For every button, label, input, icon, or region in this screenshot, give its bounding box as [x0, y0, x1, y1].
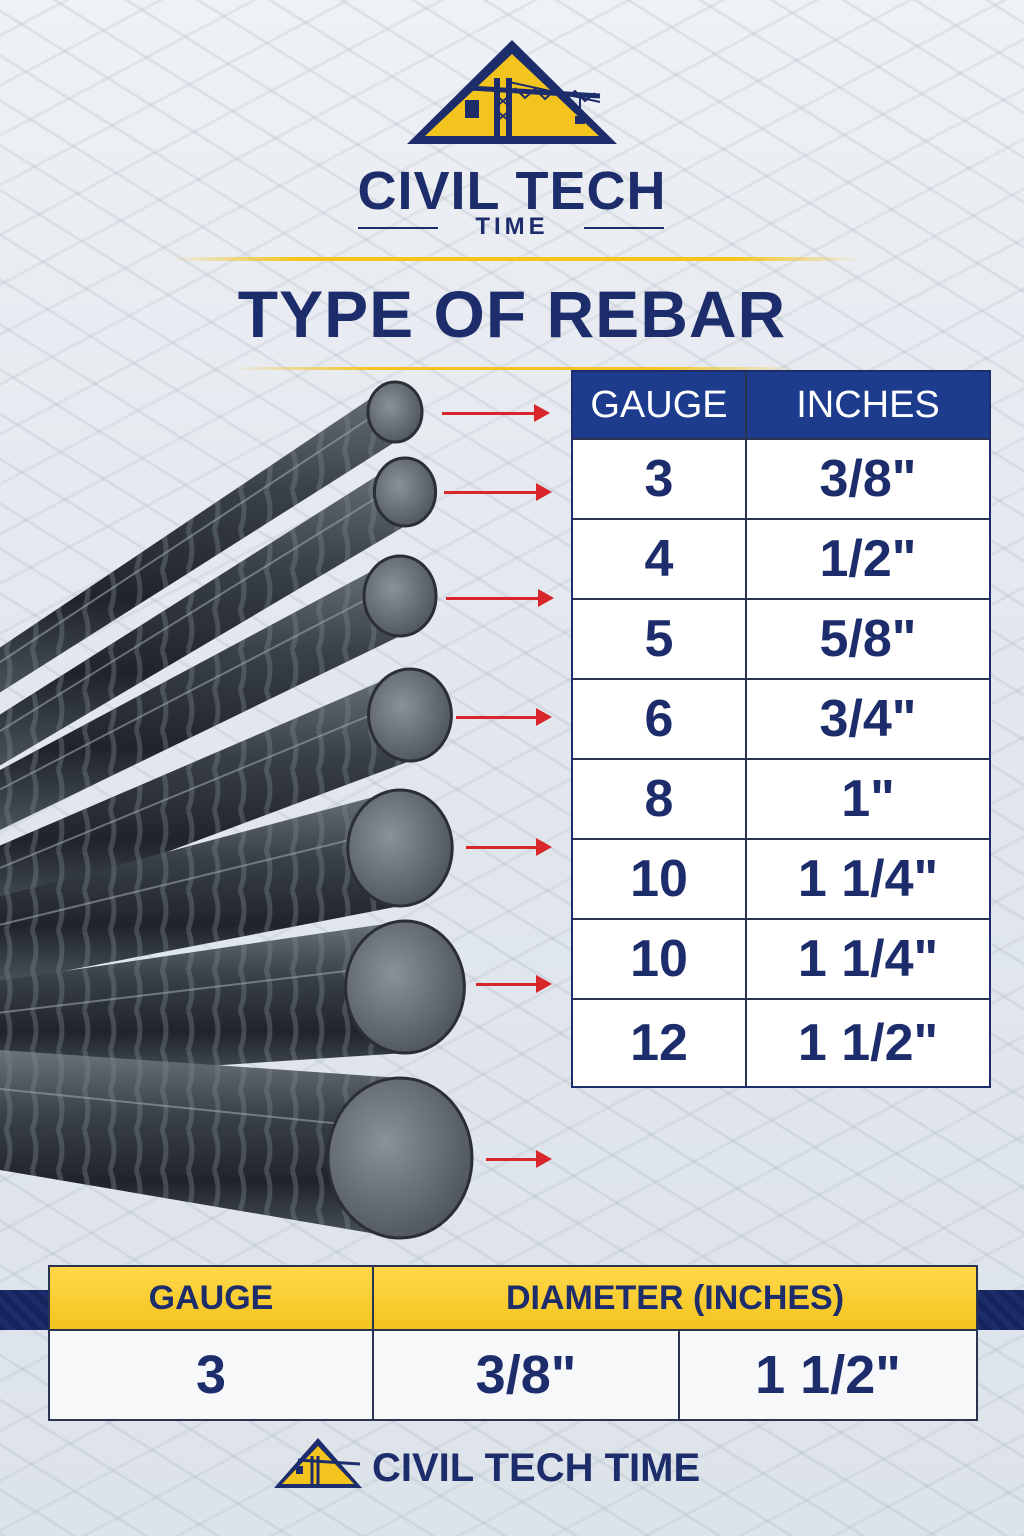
brand-rule-right	[584, 227, 664, 229]
rebar-bar	[0, 667, 453, 915]
crane-logo-icon	[407, 40, 617, 144]
arrow-right-icon	[446, 589, 554, 607]
brand-rule-left	[358, 227, 438, 229]
table-header: GAUGE INCHES	[573, 372, 989, 438]
row-gauge: 4	[573, 520, 747, 598]
divider-bottom	[230, 367, 800, 370]
arrow-right-icon	[442, 404, 550, 422]
header-gauge: GAUGE	[50, 1267, 374, 1329]
row-inches: 1"	[841, 770, 895, 828]
table-row: 10 1 1/4"	[573, 838, 989, 918]
row-inches: 1 1/2"	[797, 1014, 939, 1072]
arrow-right-icon	[444, 483, 552, 501]
page-title: TYPE OF REBAR	[237, 277, 787, 351]
row-inches: 3/4"	[819, 690, 917, 748]
row-gauge: 10	[573, 840, 747, 918]
rebar-illustration	[0, 380, 474, 1240]
table-row: 4 1/2"	[573, 518, 989, 598]
table-row: 12 1 1/2"	[573, 998, 989, 1086]
row-gauge: 6	[573, 680, 747, 758]
row-gauge: 5	[573, 600, 747, 678]
brand-name-line2: TIME	[475, 213, 549, 240]
table-row: 3 3/8" 1 1/2"	[50, 1331, 976, 1419]
table-row: 10 1 1/4"	[573, 918, 989, 998]
arrow-right-icon	[476, 975, 552, 993]
diameter-table: GAUGE DIAMETER (INCHES) 3 3/8" 1 1/2"	[48, 1265, 978, 1421]
row-diameter-2: 1 1/2"	[755, 1345, 901, 1405]
table-row: 3 3/8"	[573, 438, 989, 518]
header-diameter: DIAMETER (INCHES)	[505, 1278, 845, 1317]
row-inches: 1 1/4"	[797, 850, 939, 908]
row-gauge: 10	[573, 920, 747, 998]
footer-brand: CIVIL TECH TIME	[372, 1446, 701, 1490]
row-gauge: 3	[573, 440, 747, 518]
crane-logo-icon	[274, 1438, 362, 1488]
rebar-bar	[0, 919, 466, 1080]
diameter-table-header: GAUGE DIAMETER (INCHES)	[50, 1267, 976, 1331]
row-inches: 1/2"	[819, 530, 917, 588]
divider-top	[170, 257, 860, 261]
header-gauge: GAUGE	[573, 372, 747, 438]
rebar-bar	[0, 554, 438, 830]
gauge-table: GAUGE INCHES 3 3/8" 4 1/2" 5 5/8" 6 3/4"…	[571, 370, 991, 1088]
rebar-bar	[0, 1050, 474, 1240]
brand-name-line1: CIVIL TECH	[357, 161, 667, 221]
row-inches: 3/8"	[819, 450, 917, 508]
header-inches: INCHES	[796, 383, 940, 426]
rebar-bar	[0, 380, 424, 693]
arrow-right-icon	[466, 838, 552, 856]
rebar-bar	[0, 456, 438, 766]
row-diameter-1: 3/8"	[374, 1331, 680, 1419]
rebar-bar	[0, 788, 454, 984]
arrow-right-icon	[456, 708, 552, 726]
table-row: 8 1"	[573, 758, 989, 838]
row-gauge: 8	[573, 760, 747, 838]
row-inches: 1 1/4"	[797, 930, 939, 988]
arrow-right-icon	[486, 1150, 552, 1168]
table-row: 6 3/4"	[573, 678, 989, 758]
row-gauge: 3	[50, 1331, 374, 1419]
table-row: 5 5/8"	[573, 598, 989, 678]
row-inches: 5/8"	[819, 610, 917, 668]
row-gauge: 12	[573, 1000, 747, 1086]
